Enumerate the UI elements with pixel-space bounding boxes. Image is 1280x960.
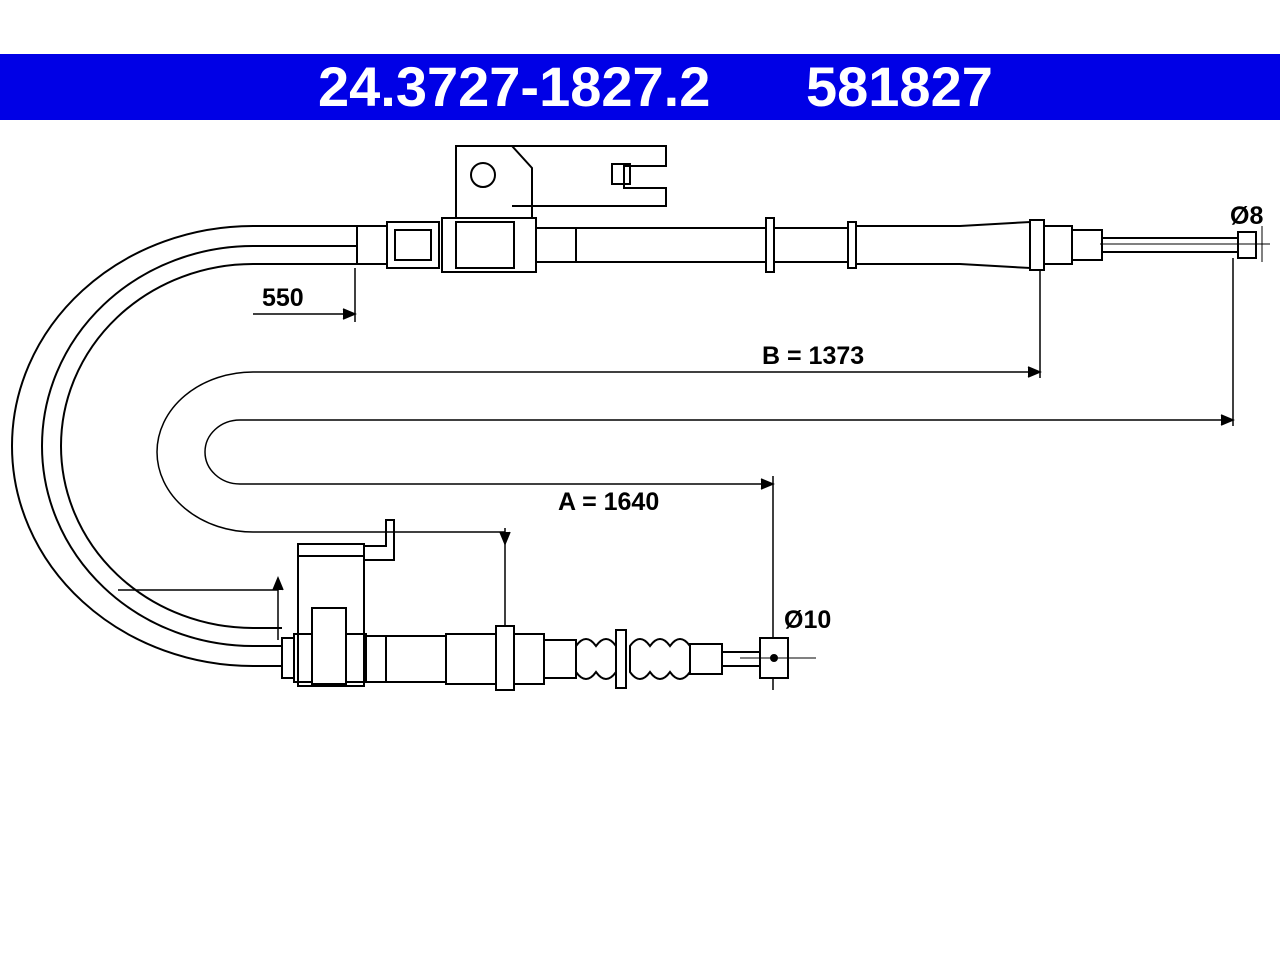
dimension-lines — [118, 230, 1235, 690]
part-number: 24.3727-1827.2 — [318, 55, 711, 118]
reference-number: 581827 — [806, 55, 993, 118]
dim-a-label: A = 1640 — [558, 488, 659, 516]
dim-550-label: 550 — [262, 284, 304, 312]
top-end-fitting — [356, 145, 1270, 273]
diameter-10-label: Ø10 — [784, 606, 831, 634]
cable-sheath — [11, 225, 357, 667]
title-bar: 24.3727-1827.2 581827 — [0, 54, 1280, 120]
dim-b-label: B = 1373 — [762, 342, 864, 370]
bottom-end-fitting — [281, 519, 816, 691]
diameter-8-label: Ø8 — [1230, 202, 1263, 230]
